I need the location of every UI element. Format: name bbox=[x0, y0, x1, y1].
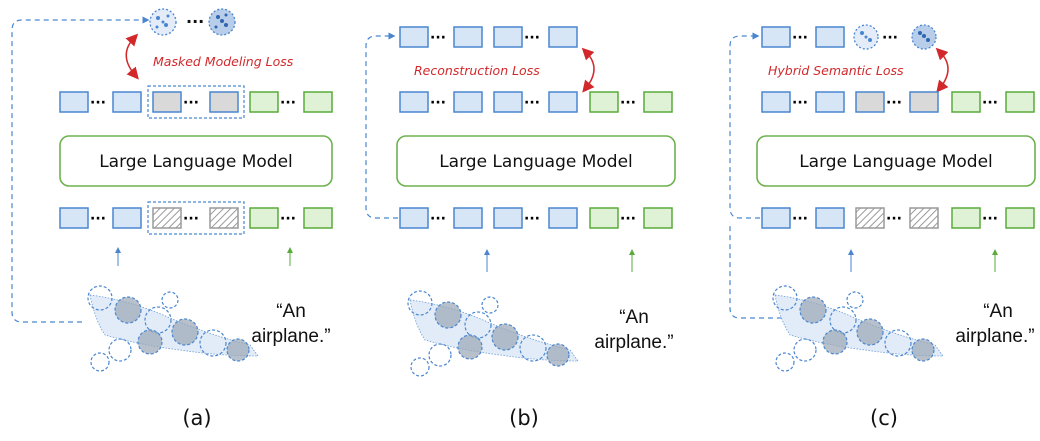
svg-text:···: ··· bbox=[886, 95, 902, 111]
caption-line-1: “An bbox=[619, 307, 649, 328]
loss-arrow bbox=[581, 47, 595, 93]
hybrid-output-row: ··· ··· bbox=[761, 24, 937, 50]
svg-text:···: ··· bbox=[620, 211, 636, 227]
panel-a: ··· Masked Modeling Loss ··· ··· ··· Lar… bbox=[11, 8, 333, 430]
loss-label: Masked Modeling Loss bbox=[153, 54, 294, 69]
feedback-path bbox=[11, 16, 150, 323]
output-token-row: ··· ··· ··· bbox=[59, 85, 333, 119]
llm-label: Large Language Model bbox=[439, 152, 633, 172]
panel-c: ··· ··· Hybrid Semantic Loss ··· ··· ···… bbox=[729, 24, 1036, 430]
output-token-row: ··· ··· ··· bbox=[399, 91, 673, 113]
svg-text:···: ··· bbox=[524, 211, 540, 227]
svg-text:···: ··· bbox=[524, 30, 540, 46]
svg-text:···: ··· bbox=[90, 95, 106, 111]
reconstructed-token-row: ··· ··· bbox=[399, 26, 578, 48]
loss-arrow bbox=[935, 47, 949, 93]
svg-text:···: ··· bbox=[280, 95, 296, 111]
svg-text:···: ··· bbox=[620, 95, 636, 111]
input-token-row: ··· ··· ··· bbox=[59, 201, 333, 235]
feedback-path bbox=[365, 32, 398, 219]
svg-text:···: ··· bbox=[792, 30, 808, 46]
airplane-point-cloud bbox=[772, 285, 944, 372]
svg-text:···: ··· bbox=[183, 95, 199, 111]
caption-line-2: airplane.” bbox=[251, 326, 330, 347]
panel-label: (a) bbox=[182, 406, 211, 430]
svg-text:···: ··· bbox=[882, 30, 898, 46]
input-token-row: ··· ··· ··· bbox=[399, 207, 673, 229]
llm-box bbox=[396, 135, 676, 187]
feedback-path-lower bbox=[729, 222, 782, 319]
panel-b: ··· ··· Reconstruction Loss ··· ··· ··· … bbox=[365, 26, 676, 430]
panel-label: (b) bbox=[509, 406, 539, 430]
caption-line-2: airplane.” bbox=[955, 326, 1034, 347]
caption-line-2: airplane.” bbox=[594, 332, 673, 353]
svg-text:···: ··· bbox=[792, 211, 808, 227]
caption-line-1: “An bbox=[983, 301, 1013, 322]
llm-label: Large Language Model bbox=[99, 152, 293, 172]
loss-label: Reconstruction Loss bbox=[414, 63, 540, 78]
loss-label: Hybrid Semantic Loss bbox=[768, 63, 904, 78]
airplane-point-cloud bbox=[87, 285, 259, 372]
svg-text:···: ··· bbox=[982, 95, 998, 111]
svg-text:···: ··· bbox=[430, 95, 446, 111]
reconstructed-patch-right bbox=[208, 8, 236, 36]
svg-text:···: ··· bbox=[430, 211, 446, 227]
airplane-point-cloud bbox=[407, 290, 579, 377]
ellipsis: ··· bbox=[186, 12, 204, 31]
svg-text:···: ··· bbox=[430, 30, 446, 46]
llm-box bbox=[59, 135, 333, 187]
panel-label: (c) bbox=[870, 406, 898, 430]
llm-box bbox=[756, 135, 1036, 187]
svg-text:···: ··· bbox=[90, 211, 106, 227]
output-token-row: ··· ··· ··· bbox=[761, 91, 1035, 113]
llm-label: Large Language Model bbox=[799, 152, 993, 172]
svg-text:···: ··· bbox=[280, 211, 296, 227]
reconstructed-patch-left bbox=[149, 8, 177, 36]
loss-arrow bbox=[125, 33, 139, 80]
svg-text:···: ··· bbox=[886, 211, 902, 227]
svg-text:···: ··· bbox=[982, 211, 998, 227]
svg-text:···: ··· bbox=[524, 95, 540, 111]
svg-text:···: ··· bbox=[792, 95, 808, 111]
svg-text:···: ··· bbox=[183, 211, 199, 227]
input-token-row: ··· ··· ··· bbox=[761, 207, 1035, 229]
caption-line-1: “An bbox=[276, 301, 306, 322]
feedback-path-upper bbox=[729, 32, 760, 219]
